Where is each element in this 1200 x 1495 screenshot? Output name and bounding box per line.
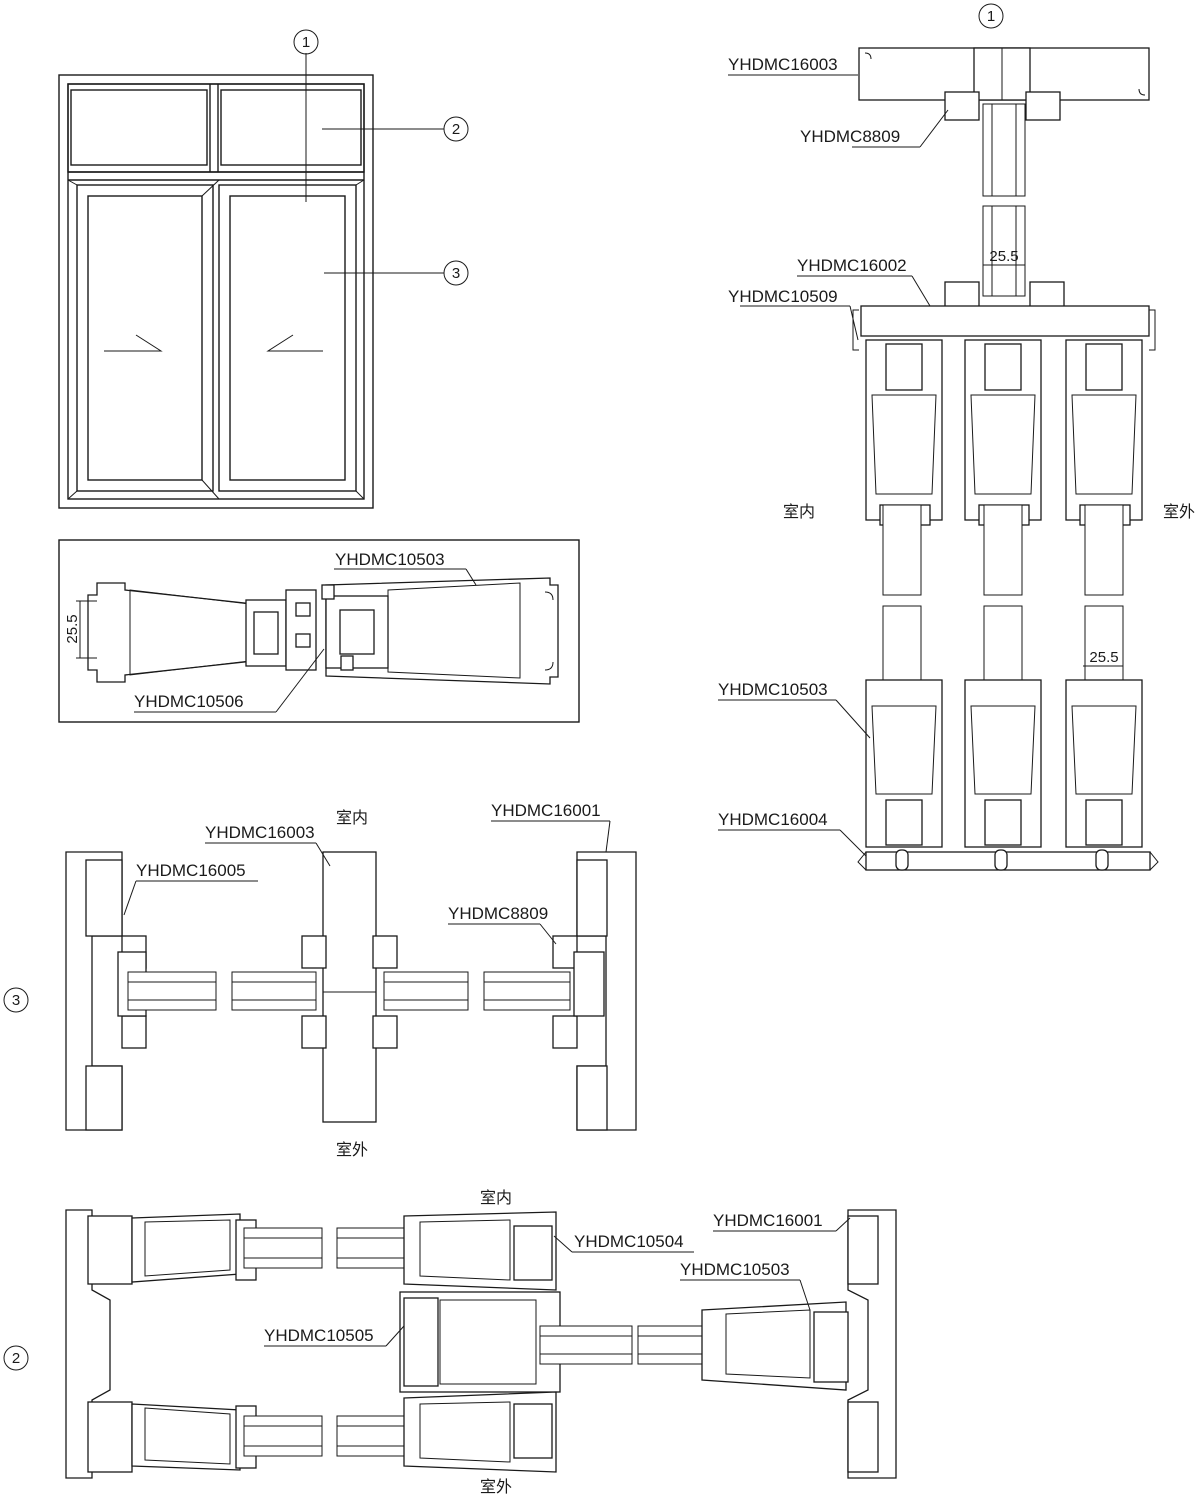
label-yhdmc16001-s3: YHDMC16001 — [491, 801, 601, 820]
callout-2-section — [3, 1345, 29, 1371]
label-yhdmc16001-s2: YHDMC16001 — [713, 1211, 823, 1230]
label-yhdmc10504-s2: YHDMC10504 — [574, 1232, 684, 1251]
label-indoor-section1: 室内 — [783, 502, 815, 521]
label-outdoor-section2: 室外 — [480, 1477, 512, 1495]
label-yhdmc10509-s1: YHDMC10509 — [728, 287, 838, 306]
callout-1-elevation — [293, 29, 319, 55]
label-yhdmc10503-s1: YHDMC10503 — [718, 680, 828, 699]
callout-2-elevation — [443, 116, 469, 142]
label-outdoor-section3: 室外 — [336, 1140, 368, 1159]
callout-3-section — [3, 987, 29, 1013]
dim-25-5-lower: 25.5 — [1089, 649, 1118, 666]
label-yhdmc16003-s1: YHDMC16003 — [728, 55, 838, 74]
label-yhdmc10503-detail: YHDMC10503 — [335, 550, 445, 569]
callout-3-elevation — [443, 260, 469, 286]
label-yhdmc10505-s2: YHDMC10505 — [264, 1326, 374, 1345]
section-1-vertical: 1 25.5 — [718, 3, 1195, 871]
dim-25-5-top: 25.5 — [989, 248, 1018, 265]
label-yhdmc10503-s2: YHDMC10503 — [680, 1260, 790, 1279]
callout-2-section-label: 2 — [12, 1350, 20, 1367]
callout-1-section-label: 1 — [987, 8, 995, 25]
sash-column-left — [865, 339, 943, 848]
sash-column-middle — [964, 339, 1042, 848]
label-yhdmc16002-s1: YHDMC16002 — [797, 256, 907, 275]
window-elevation: 1 2 3 — [58, 29, 469, 509]
sash-column-right — [1065, 339, 1143, 848]
label-yhdmc16005-s3: YHDMC16005 — [136, 861, 246, 880]
section-3-horizontal: 3 室内 室外 — [3, 801, 637, 1159]
callout-3-label: 3 — [452, 265, 460, 282]
dim-25-5-detail: 25.5 — [64, 614, 81, 643]
section-2-horizontal: 2 — [3, 1188, 897, 1495]
callout-3-section-label: 3 — [12, 992, 20, 1009]
interlock-detail: 25.5 YHDMC10503 YHDMC10506 — [58, 539, 580, 723]
label-indoor-section3: 室内 — [336, 808, 368, 827]
label-indoor-section2: 室内 — [480, 1188, 512, 1207]
label-yhdmc16003-s3: YHDMC16003 — [205, 823, 315, 842]
callout-1-label: 1 — [302, 34, 310, 51]
label-outdoor-section1: 室外 — [1163, 502, 1195, 521]
label-yhdmc10506-detail: YHDMC10506 — [134, 692, 244, 711]
label-yhdmc8809-s1: YHDMC8809 — [800, 127, 900, 146]
callout-2-label: 2 — [452, 121, 460, 138]
label-yhdmc8809-s3: YHDMC8809 — [448, 904, 548, 923]
callout-1-section — [978, 3, 1004, 29]
label-yhdmc16004-s1: YHDMC16004 — [718, 810, 828, 829]
